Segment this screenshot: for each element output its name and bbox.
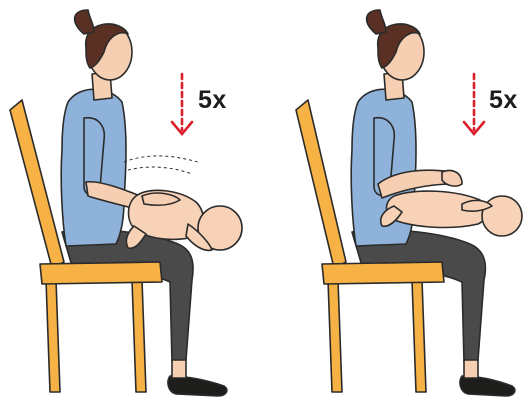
baby-head: [482, 196, 522, 236]
shoe-icon: [460, 376, 515, 396]
ponytail: [75, 10, 94, 34]
shoe-icon: [168, 376, 227, 396]
chair-back: [296, 100, 346, 268]
pants: [62, 230, 193, 362]
panel-chest-thrusts: 5x: [266, 0, 531, 398]
motion-lines: [124, 156, 198, 174]
chair-back: [10, 100, 64, 268]
dashed-down-arrow-icon: [172, 74, 192, 134]
chest-thrusts-illustration: [266, 0, 531, 398]
repeat-count-label: 5x: [198, 86, 227, 115]
panel-back-blows: 5x: [0, 0, 265, 398]
ankle: [464, 360, 478, 378]
dashed-down-arrow-icon: [464, 74, 484, 134]
back-blows-illustration: [0, 0, 265, 398]
chair-leg-back: [328, 280, 342, 392]
repeat-count-label: 5x: [489, 86, 518, 115]
ponytail: [367, 10, 386, 34]
ankle: [172, 360, 186, 378]
chair-seat: [40, 262, 162, 284]
chair-leg-front: [412, 280, 426, 392]
hand: [442, 171, 462, 187]
chair-leg-back: [46, 280, 60, 392]
chair-leg-front: [132, 280, 146, 392]
chair-seat: [322, 262, 444, 284]
